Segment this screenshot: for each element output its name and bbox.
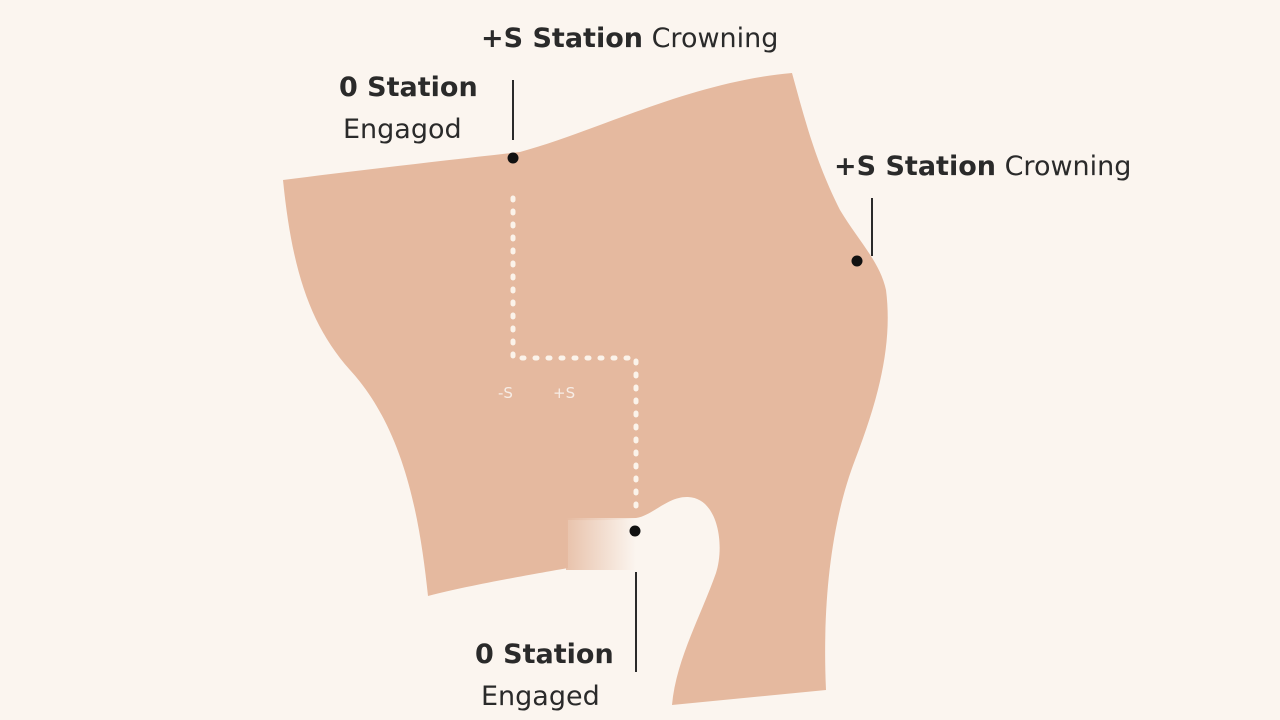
upper-left-phase-text: Engagod (343, 114, 462, 145)
upper-left-station-text: 0 Station (339, 72, 478, 103)
right-station-text: +S Station (834, 151, 996, 182)
inner-plus-label: +S (553, 384, 576, 402)
station-marker-bottom (629, 525, 641, 537)
right-phase-text: Crowning (1004, 151, 1132, 182)
top-phase-text: Crowning (651, 23, 779, 54)
station-marker-right (851, 255, 863, 267)
top-station-text: +S Station (481, 23, 643, 54)
bottom-phase-text: Engaged (481, 681, 600, 712)
bottom-station-text: 0 Station (475, 639, 614, 670)
body-shape (283, 73, 888, 705)
top-station-label: +S Station Crowning (481, 25, 778, 52)
opening-highlight (566, 518, 636, 570)
station-marker-top (507, 152, 519, 164)
descent-path (510, 195, 639, 515)
right-station-label: +S Station Crowning (834, 153, 1131, 180)
inner-minus-label: -S (498, 384, 513, 402)
